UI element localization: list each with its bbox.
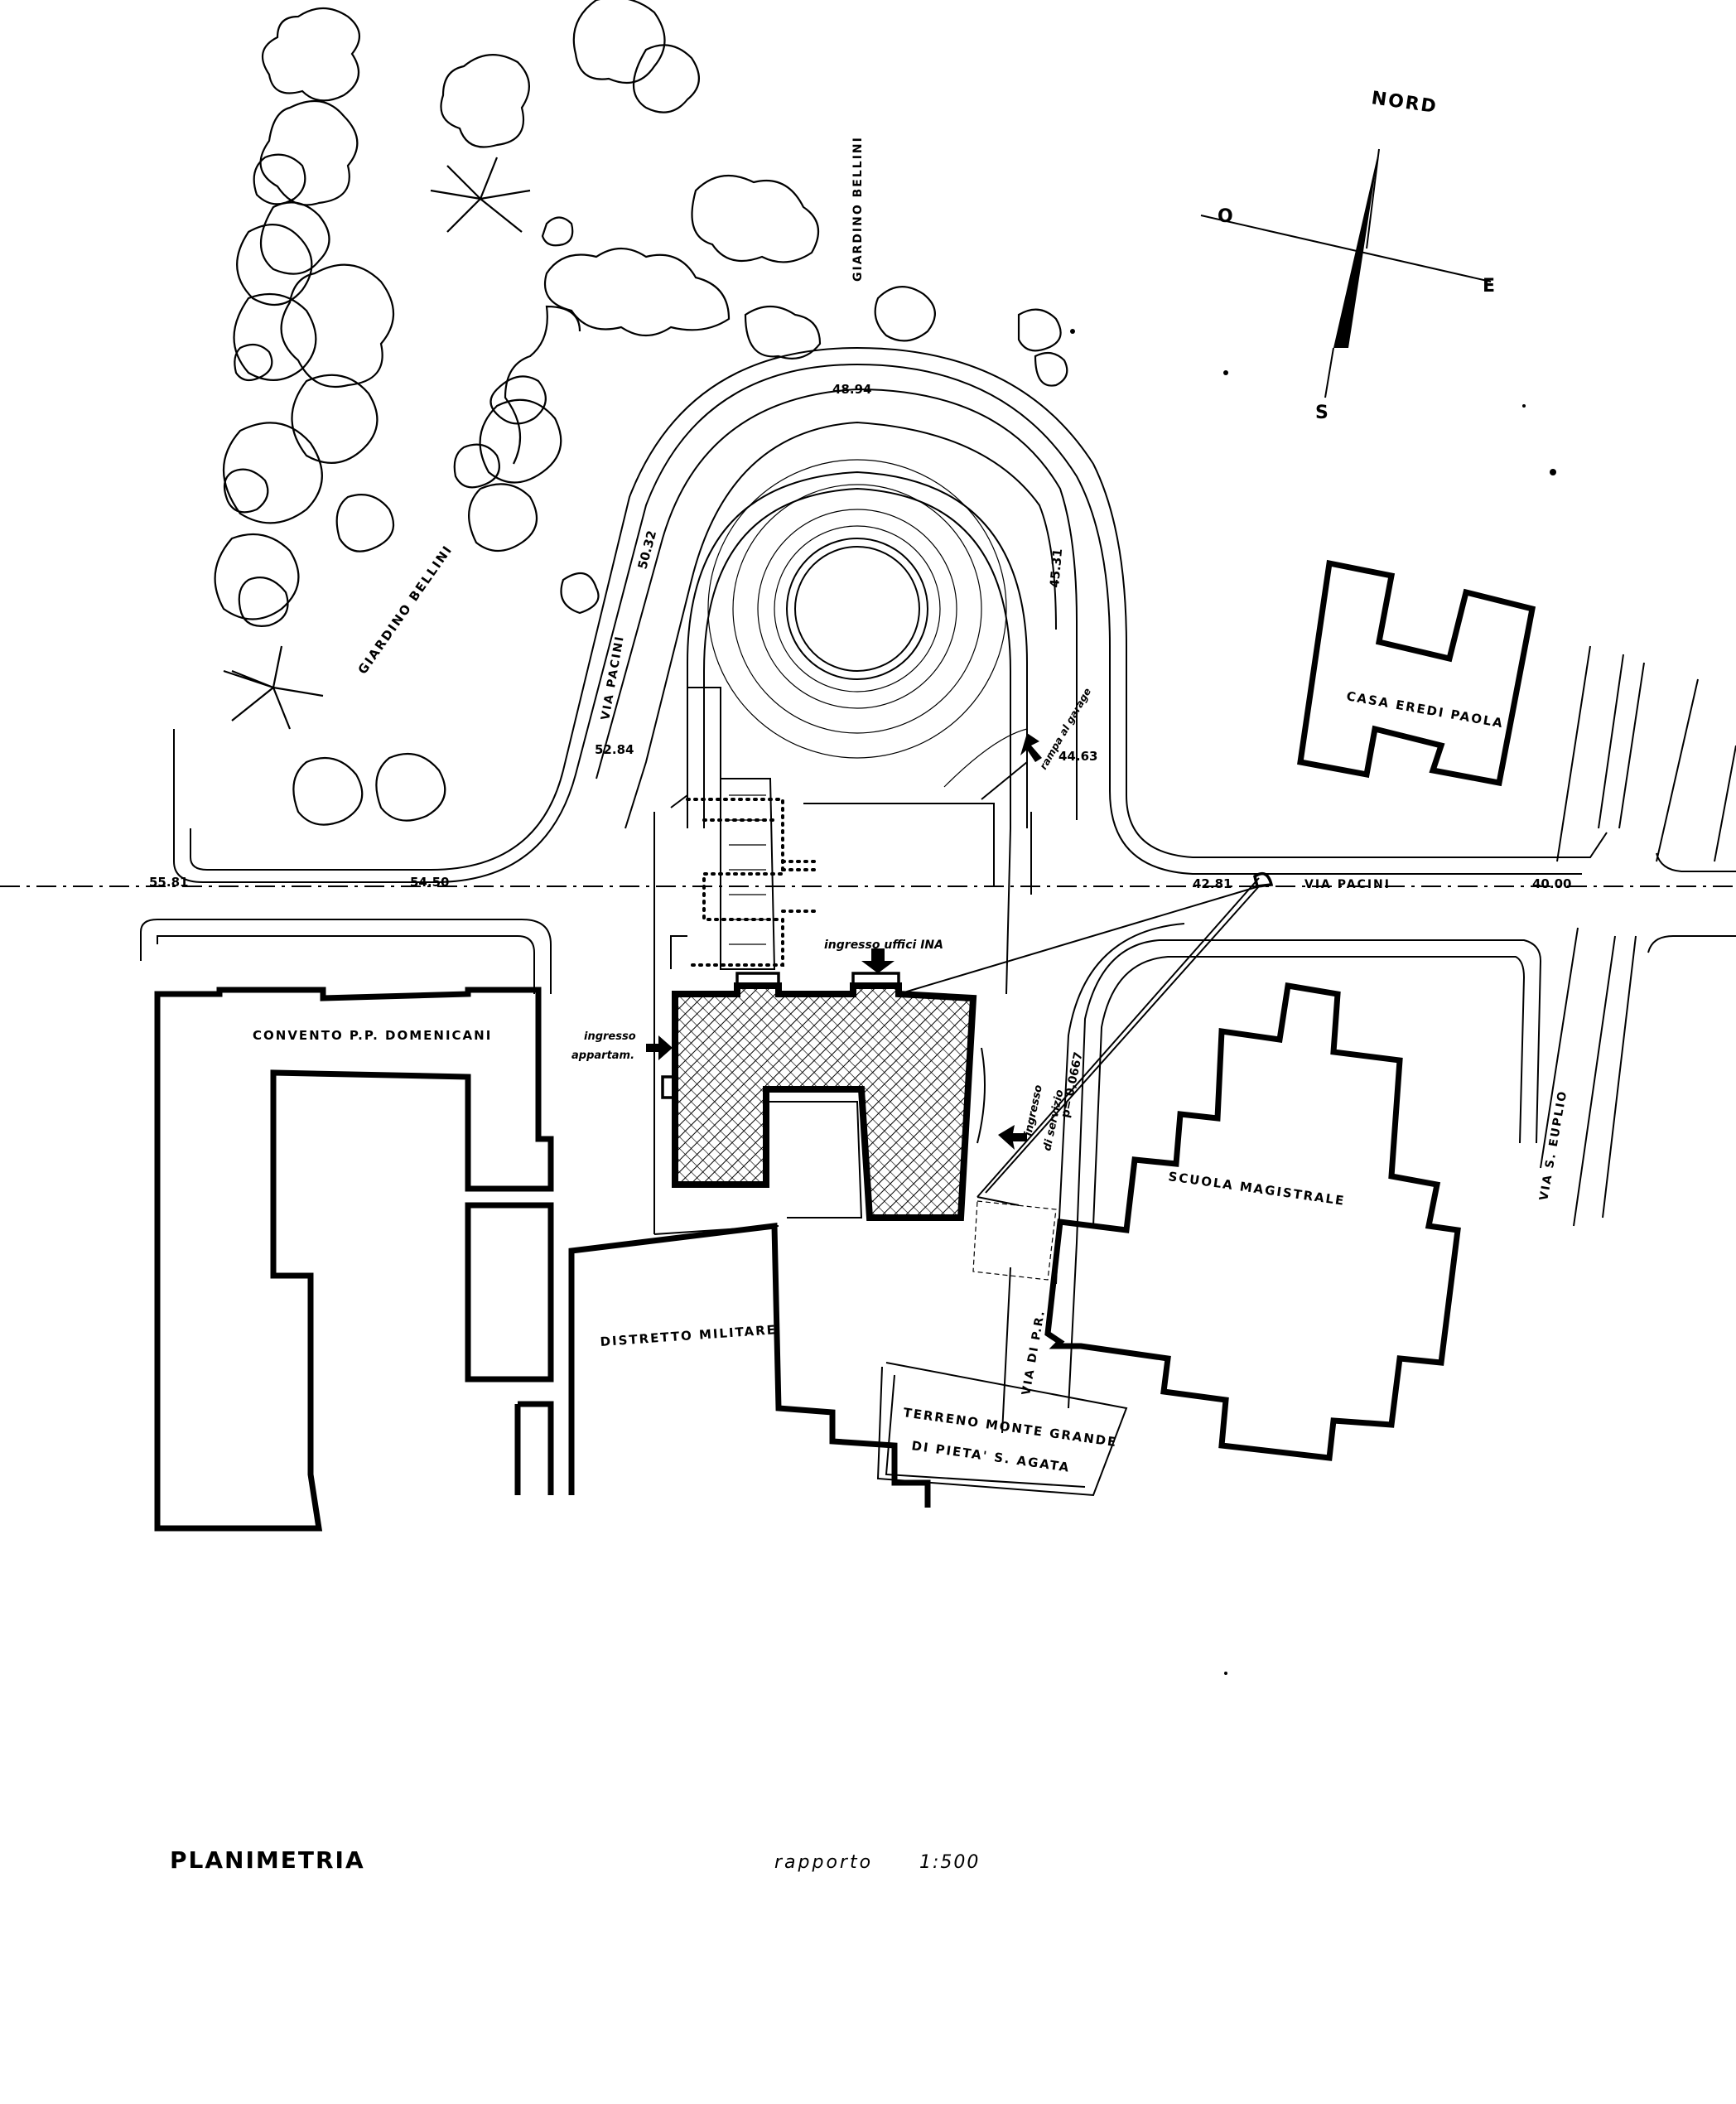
label-distretto-militare: DISTRETTO MILITARE (600, 1322, 778, 1349)
via-pacini-roads (0, 346, 1736, 1434)
elevation-e7: 54.50 (410, 875, 449, 890)
piazza-fountain (707, 459, 1007, 759)
label-scuola-magistrale: SCUOLA MAGISTRALE (1167, 1169, 1346, 1209)
label-convento: CONVENTO P.P. DOMENICANI (253, 1028, 492, 1043)
label-via-di-pr: VIA DI P.R. (1020, 1309, 1048, 1397)
arrow-ingresso-appartam-icon (646, 1035, 673, 1060)
elevation-e3: 45.31 (1047, 548, 1065, 589)
label-via-pacini-curve: VIA PACINI (599, 635, 627, 721)
compass-north: NORD (1370, 88, 1439, 118)
arrow-ingresso-uffici-icon (861, 948, 895, 973)
label-terreno-line2: DI PIETA' S. AGATA (910, 1438, 1071, 1475)
scale-label: rapporto (774, 1852, 873, 1873)
compass-south: S (1315, 403, 1330, 423)
label-ingresso-appartam-2: appartam. (571, 1050, 634, 1062)
elevation-e1: 48.94 (832, 382, 871, 397)
label-giardino-bellini-2: GIARDINO BELLINI (851, 136, 865, 282)
title-block: PLANIMETRIA rapporto 1:500 (170, 1846, 980, 1874)
label-via-s-euplio: VIA S. EUPLIO (1537, 1089, 1570, 1202)
buildings (154, 559, 1536, 1532)
specks (1070, 329, 1556, 1675)
building-scuola-magistrale (1044, 982, 1461, 1461)
ramps-and-paths (646, 687, 1274, 1234)
north-arrow: NORD O E S (1200, 88, 1497, 423)
elevation-e6: 55.81 (149, 875, 188, 890)
building-casa-eredi-paola (1297, 559, 1536, 787)
elevation-e5: 44.63 (1058, 749, 1097, 764)
building-convento (154, 987, 554, 1532)
building-distretto-militare (568, 1223, 931, 1508)
label-ingresso-uffici: ingresso uffici INA (824, 939, 943, 952)
compass-west: O (1218, 206, 1235, 227)
label-casa-eredi-paola: CASA EREDI PAOLA (1345, 688, 1505, 731)
elevation-e8: 42.81 (1193, 876, 1232, 891)
arrow-ingresso-servizio-icon (998, 1125, 1027, 1150)
label-ingresso-appartam-1: ingresso (584, 1030, 636, 1043)
map-labels: GIARDINO BELLINI GIARDINO BELLINI VIA PA… (253, 136, 1570, 1475)
parcel-terreno-monte-grande (876, 1362, 1128, 1497)
compass-east: E (1483, 276, 1497, 297)
elevation-marks: 48.94 50.32 45.31 52.84 44.63 55.81 54.5… (149, 382, 1571, 891)
elevation-e9: 40.00 (1532, 876, 1571, 891)
scale-value: 1:500 (919, 1852, 980, 1873)
arrow-rampa-garage-icon (1020, 733, 1042, 762)
compass-needle-icon (1333, 149, 1379, 348)
garden-trees (214, 0, 1068, 826)
elevation-e4: 52.84 (595, 742, 634, 757)
label-giardino-bellini-1: GIARDINO BELLINI (355, 543, 456, 678)
plan-title: PLANIMETRIA (170, 1846, 365, 1874)
label-via-pacini: VIA PACINI (1304, 878, 1391, 891)
